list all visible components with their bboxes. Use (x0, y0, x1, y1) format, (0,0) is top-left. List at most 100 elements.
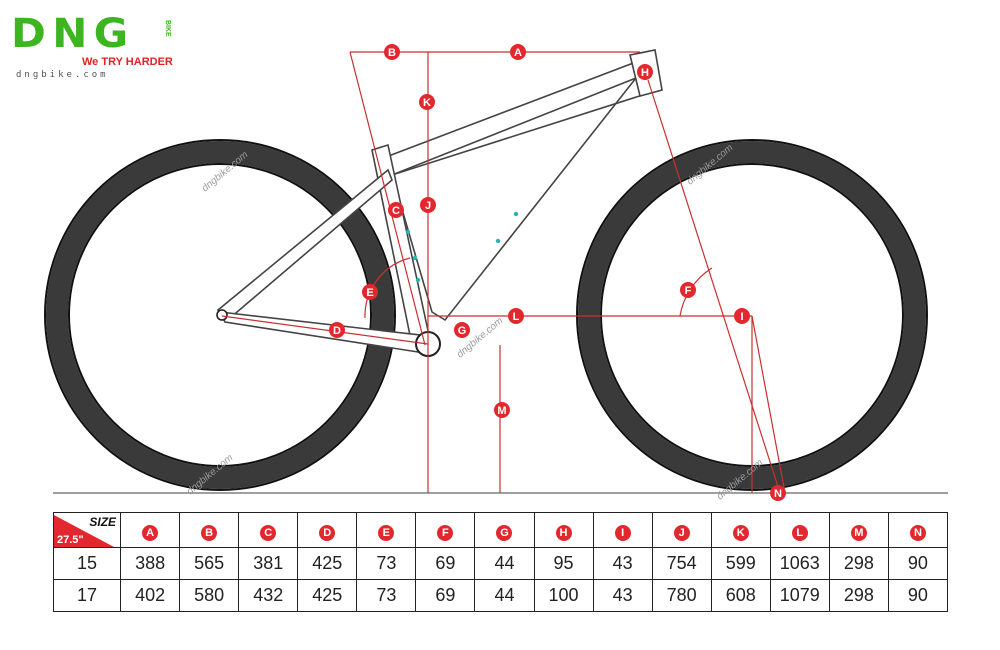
brand-name: DNG (11, 11, 135, 57)
size-triangle (54, 515, 114, 547)
brand-side-text: BIKE (164, 20, 171, 37)
value-cell: 388 (120, 547, 181, 580)
value-cell: 95 (533, 547, 594, 580)
value-cell: 381 (238, 547, 299, 580)
frame-bolts (405, 211, 519, 283)
column-header-h: H (533, 512, 594, 548)
column-header-e: E (356, 512, 417, 548)
column-badge: J (673, 524, 690, 541)
brand-logo: DNG BIKE We TRY HARDER dngbike.com (11, 11, 184, 80)
value-cell: 565 (179, 547, 240, 580)
column-header-m: M (828, 512, 889, 548)
value-cell: 1079 (769, 579, 830, 612)
size-cell: 17 (52, 579, 122, 612)
svg-text:E: E (366, 287, 373, 299)
value-cell: 73 (356, 547, 417, 580)
column-header-b: B (179, 512, 240, 548)
size-cell: 15 (52, 547, 122, 580)
column-header-c: C (238, 512, 299, 548)
value-cell: 100 (533, 579, 594, 612)
svg-text:G: G (458, 325, 467, 337)
value-cell: 44 (474, 547, 535, 580)
value-cell: 402 (120, 579, 181, 612)
value-cell: 580 (179, 579, 240, 612)
column-badge: M (850, 524, 867, 541)
column-header-i: I (592, 512, 653, 548)
svg-text:B: B (388, 47, 396, 59)
value-cell: 432 (238, 579, 299, 612)
column-header-d: D (297, 512, 358, 548)
table-header-row: SIZE 27.5" A B C D E F G H I J K L M N (52, 512, 949, 548)
column-badge: H (555, 524, 572, 541)
rear-wheel (44, 139, 396, 491)
marker-a: A (510, 44, 526, 60)
column-badge: G (496, 524, 513, 541)
svg-text:K: K (423, 97, 431, 109)
marker-l: L (508, 308, 524, 324)
value-cell: 43 (592, 547, 653, 580)
svg-text:N: N (774, 488, 782, 500)
svg-text:D: D (333, 325, 341, 337)
column-header-l: L (769, 512, 830, 548)
svg-text:M: M (497, 405, 506, 417)
column-header-n: N (887, 512, 949, 548)
bike-geometry-diagram: dngbike.com dngbike.com dngbike.com dngb… (44, 44, 948, 502)
wheel-size-label: 27.5" (57, 534, 84, 546)
marker-d: D (329, 322, 345, 338)
svg-text:J: J (425, 200, 431, 212)
value-cell: 298 (828, 547, 889, 580)
marker-h: H (637, 64, 653, 80)
svg-text:L: L (513, 311, 520, 323)
marker-b: B (384, 44, 400, 60)
marker-c: C (388, 202, 404, 218)
marker-e: E (362, 284, 378, 300)
geometry-lines (221, 51, 786, 494)
column-badge: I (614, 524, 631, 541)
column-badge: A (142, 524, 159, 541)
value-cell: 43 (592, 579, 653, 612)
column-header-a: A (120, 512, 181, 548)
svg-text:C: C (392, 205, 400, 217)
brand-tagline: We TRY HARDER (82, 56, 173, 68)
marker-m: M (494, 402, 510, 418)
column-badge: L (791, 524, 808, 541)
value-cell: 1063 (769, 547, 830, 580)
marker-k: K (419, 94, 435, 110)
marker-j: J (420, 197, 436, 213)
svg-text:I: I (740, 311, 743, 323)
column-badge: K (732, 524, 749, 541)
marker-f: F (680, 282, 696, 298)
column-badge: B (201, 524, 218, 541)
value-cell: 73 (356, 579, 417, 612)
svg-text:F: F (685, 285, 692, 297)
value-cell: 425 (297, 579, 358, 612)
value-cell: 780 (651, 579, 712, 612)
column-badge: N (909, 524, 926, 541)
value-cell: 754 (651, 547, 712, 580)
dimension-markers: A B C D E F G H I J K L M N (329, 44, 786, 501)
brand-url: dngbike.com (16, 70, 109, 80)
column-badge: D (319, 524, 336, 541)
column-badge: E (378, 524, 395, 541)
svg-text:H: H (641, 67, 649, 79)
value-cell: 608 (710, 579, 771, 612)
size-label: SIZE (89, 515, 117, 529)
svg-text:A: A (514, 47, 522, 59)
marker-i: I (734, 308, 750, 324)
value-cell: 599 (710, 547, 771, 580)
value-cell: 425 (297, 547, 358, 580)
value-cell: 69 (415, 547, 476, 580)
marker-n: N (770, 485, 786, 501)
value-cell: 44 (474, 579, 535, 612)
size-header-cell: SIZE 27.5" (52, 512, 122, 548)
column-badge: C (260, 524, 277, 541)
column-header-j: J (651, 512, 712, 548)
value-cell: 69 (415, 579, 476, 612)
value-cell: 90 (887, 579, 949, 612)
marker-g: G (454, 322, 470, 338)
column-badge: F (437, 524, 454, 541)
